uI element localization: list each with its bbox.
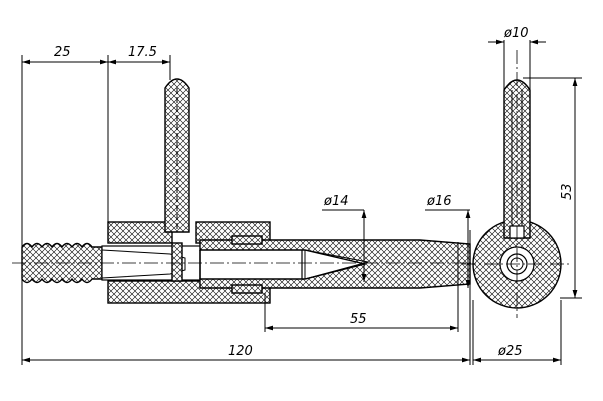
front-view <box>12 78 478 304</box>
dim-label-17-5: 17.5 <box>128 45 157 60</box>
dim-label-dia25: ø25 <box>497 344 523 359</box>
dim-label-53: 53 <box>560 183 575 200</box>
dimensions: 25 17.5 ø14 ø16 ø10 53 55 120 ø25 <box>21 26 582 365</box>
dim-label-dia10: ø10 <box>503 26 529 41</box>
upper-left-sleeve <box>107 221 173 244</box>
tapered-sleeve <box>199 239 471 289</box>
dim-label-55: 55 <box>350 312 367 327</box>
side-view <box>462 50 572 318</box>
dim-label-120: 120 <box>228 344 253 359</box>
dim-label-dia14: ø14 <box>323 194 349 209</box>
dim-label-25: 25 <box>54 45 71 60</box>
dim-label-dia16: ø16 <box>426 194 452 209</box>
